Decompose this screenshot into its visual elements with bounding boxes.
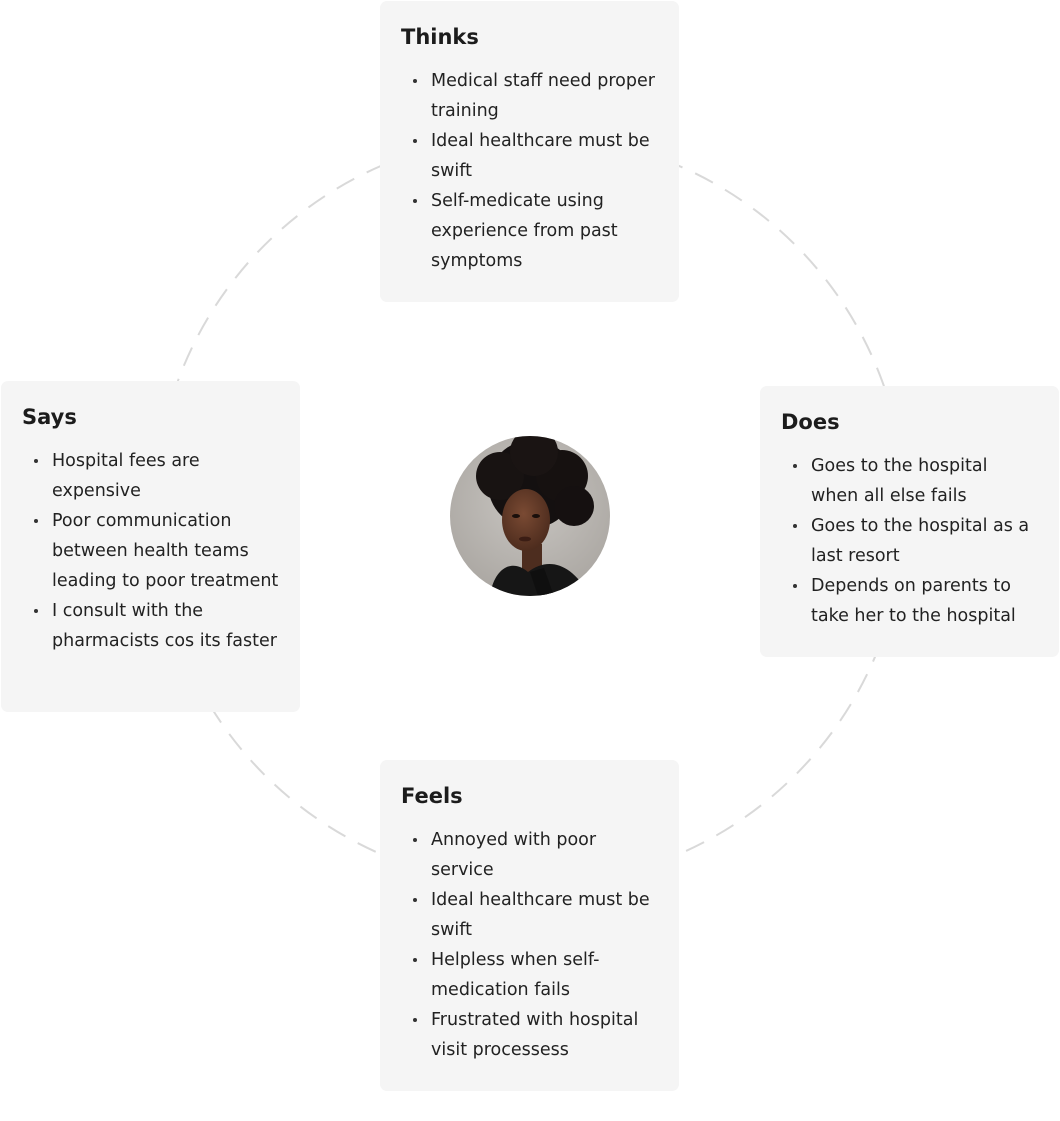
says-title: Says [22, 405, 77, 429]
feels-item: Frustrated with hospital visit processes… [413, 1005, 659, 1065]
feels-title: Feels [401, 784, 463, 808]
does-title: Does [781, 410, 840, 434]
feels-list: Annoyed with poor service Ideal healthca… [401, 825, 659, 1065]
says-item: I consult with the pharmacists cos its f… [34, 596, 280, 656]
feels-item: Annoyed with poor service [413, 825, 659, 885]
does-item: Depends on parents to take her to the ho… [793, 571, 1039, 631]
does-item: Goes to the hospital when all else fails [793, 451, 1039, 511]
thinks-item: Ideal healthcare must be swift [413, 126, 659, 186]
says-card: Says Hospital fees are expensive Poor co… [1, 381, 300, 712]
persona-avatar-icon [450, 436, 610, 596]
says-item: Poor communication between health teams … [34, 506, 280, 596]
does-card: Does Goes to the hospital when all else … [760, 386, 1059, 657]
thinks-title: Thinks [401, 25, 479, 49]
thinks-item: Medical staff need proper training [413, 66, 659, 126]
says-item: Hospital fees are expensive [34, 446, 280, 506]
feels-card: Feels Annoyed with poor service Ideal he… [380, 760, 679, 1091]
thinks-card: Thinks Medical staff need proper trainin… [380, 1, 679, 302]
feels-item: Ideal healthcare must be swift [413, 885, 659, 945]
does-list: Goes to the hospital when all else fails… [781, 451, 1039, 631]
feels-item: Helpless when self-medication fails [413, 945, 659, 1005]
thinks-item: Self-medicate using experience from past… [413, 186, 659, 276]
does-item: Goes to the hospital as a last resort [793, 511, 1039, 571]
says-list: Hospital fees are expensive Poor communi… [22, 446, 280, 656]
thinks-list: Medical staff need proper training Ideal… [401, 66, 659, 276]
